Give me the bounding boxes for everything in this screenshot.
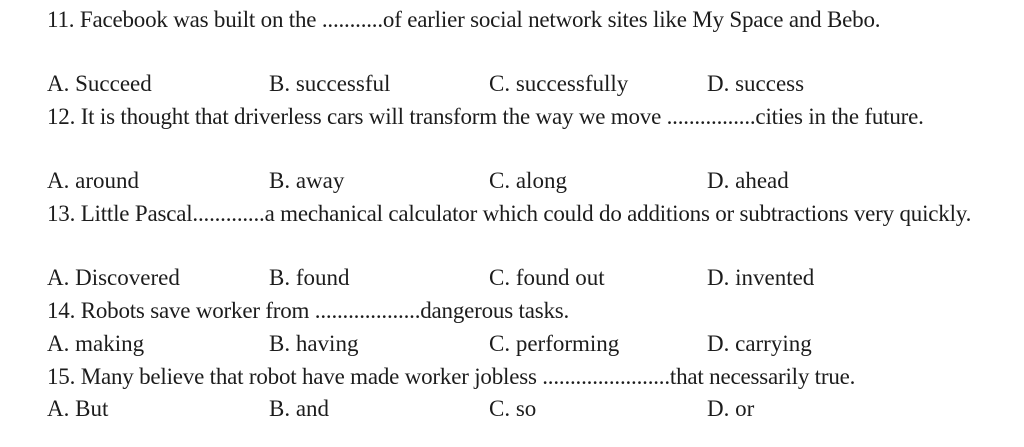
option-c: C. found out <box>489 265 605 290</box>
question-15-options: A. But B. and C. so D. or <box>47 393 982 424</box>
option-c: C. along <box>489 168 567 193</box>
option-a: A. Succeed <box>47 71 152 96</box>
question-11-options: A. Succeed B. successful C. successfully… <box>47 68 982 99</box>
option-a: A. around <box>47 168 139 193</box>
question-12-options: A. around B. away C. along D. ahead <box>47 165 982 196</box>
option-b: B. found <box>269 265 350 290</box>
option-b: B. away <box>269 168 345 193</box>
option-d: D. carrying <box>707 331 812 356</box>
option-c: C. successfully <box>489 71 629 96</box>
option-a: A. But <box>47 396 109 421</box>
option-b: B. and <box>269 396 330 421</box>
question-15-stem: 15. Many believe that robot have made wo… <box>47 364 856 389</box>
question-12-stem: 12. It is thought that driverless cars w… <box>47 104 924 129</box>
question-13-stem: 13. Little Pascal.............a mechanic… <box>47 201 972 226</box>
option-d: D. invented <box>707 265 815 290</box>
question-13-options: A. Discovered B. found C. found out D. i… <box>47 262 982 293</box>
question-11-stem: 11. Facebook was built on the ..........… <box>47 7 881 32</box>
question-14-options: A. making B. having C. performing D. car… <box>47 328 982 359</box>
option-d: D. ahead <box>707 168 789 193</box>
option-b: B. successful <box>269 71 391 96</box>
option-c: C. performing <box>489 331 620 356</box>
option-d: D. or <box>707 396 755 421</box>
option-a: A. making <box>47 331 145 356</box>
option-c: C. so <box>489 396 537 421</box>
option-b: B. having <box>269 331 359 356</box>
option-a: A. Discovered <box>47 265 180 290</box>
option-d: D. success <box>707 71 805 96</box>
question-14-stem: 14. Robots save worker from ............… <box>47 298 570 323</box>
